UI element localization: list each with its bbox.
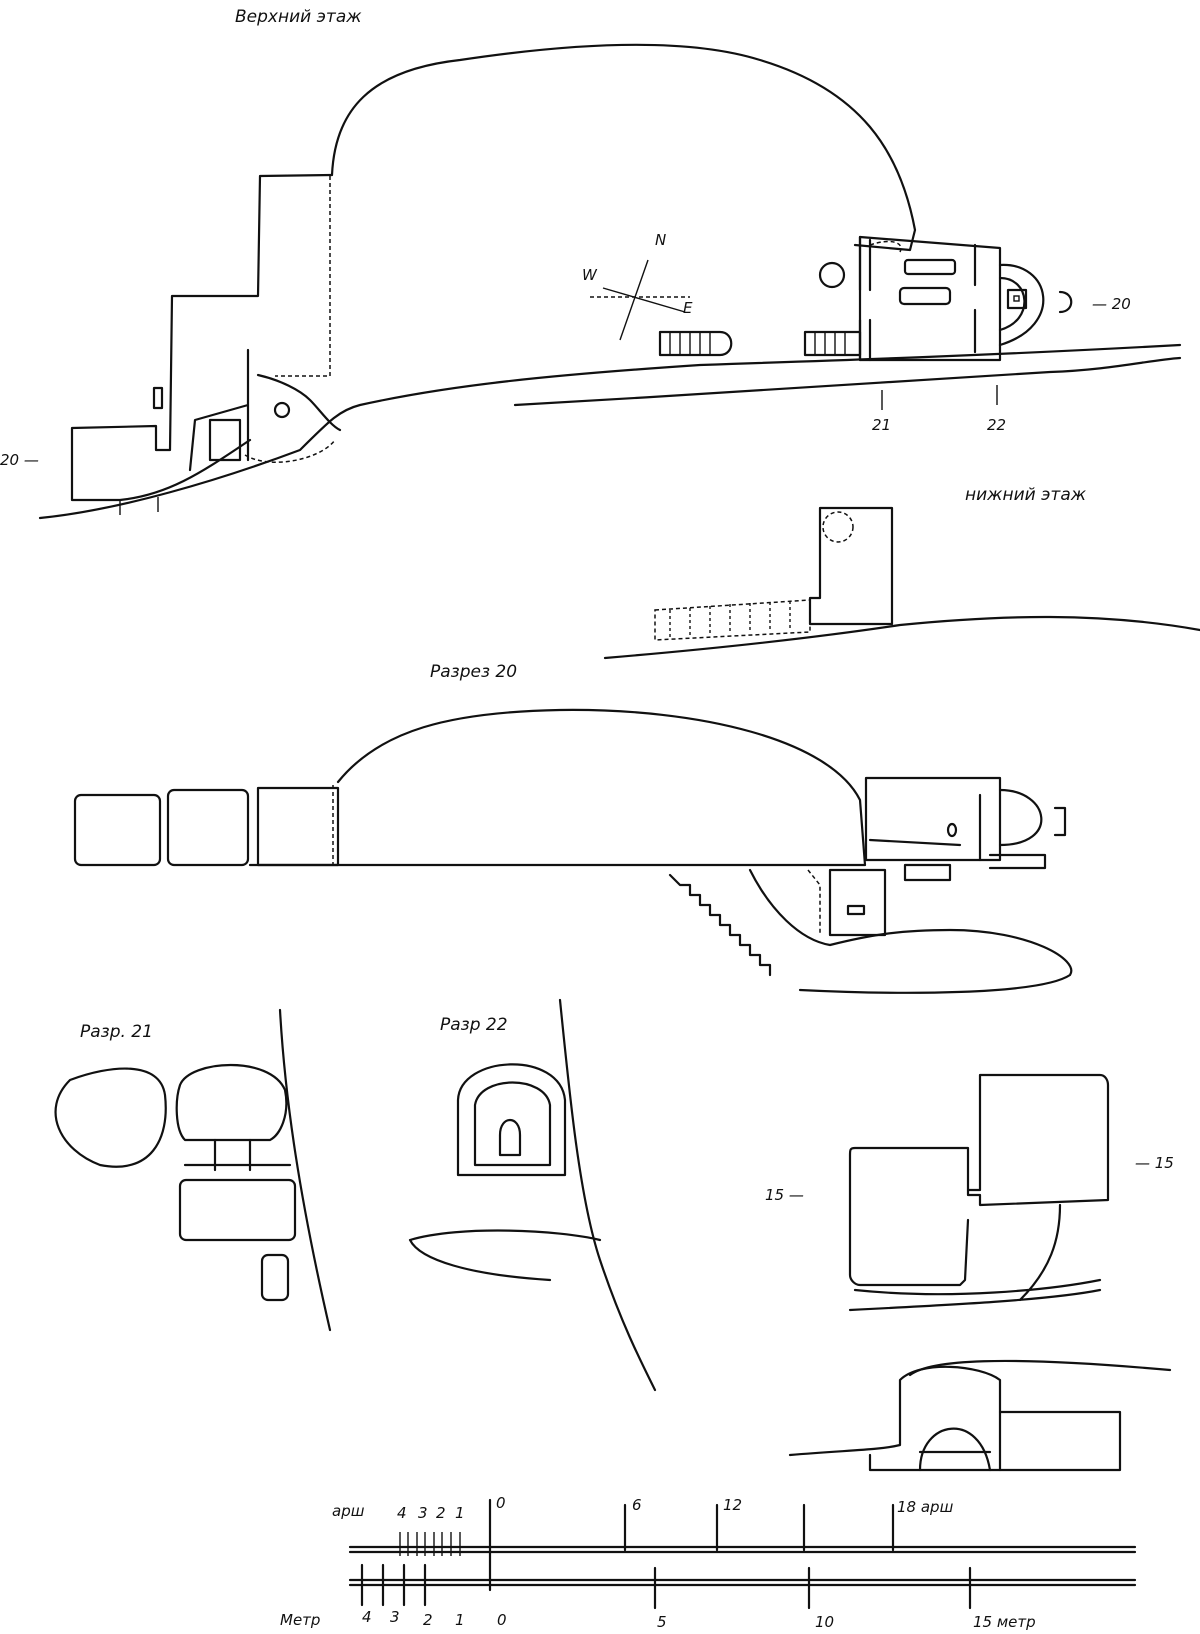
marker-22: 22 xyxy=(987,416,1006,434)
arshin-small-3: 3 xyxy=(418,1504,428,1522)
upper-floor-title: Верхний этаж xyxy=(235,7,362,27)
scale-bar: арш 4 3 2 1 0 6 12 18 арш Метр 4 3 2 1 0… xyxy=(280,1494,1137,1631)
elevation-drawing xyxy=(788,1359,1172,1472)
marker-20-left: 20 — xyxy=(0,451,39,469)
section-21-title: Разр. 21 xyxy=(80,1022,153,1042)
compass-east: E xyxy=(683,299,693,317)
compass-north: N xyxy=(655,231,666,249)
meter-tick-15: 15 метр xyxy=(973,1613,1036,1631)
meter-tick-0: 0 xyxy=(497,1611,507,1629)
marker-20-right: — 20 xyxy=(1092,295,1131,313)
arshin-small-4: 4 xyxy=(397,1504,407,1522)
meter-small-2: 2 xyxy=(423,1611,433,1629)
arshin-small-1: 1 xyxy=(455,1504,465,1522)
arshin-tick-6: 6 xyxy=(632,1496,642,1514)
section-21-drawing xyxy=(54,1008,332,1332)
arshin-tick-18: 18 арш xyxy=(897,1498,954,1516)
marker-21: 21 xyxy=(872,416,891,434)
upper-floor-plan: N W E 20 — — 20 21 22 xyxy=(0,43,1182,520)
meter-small-3: 3 xyxy=(390,1608,400,1626)
compass-rose: N W E xyxy=(582,231,693,341)
section-22-title: Разр 22 xyxy=(440,1015,508,1035)
section-20-drawing xyxy=(73,708,1073,994)
section-22-drawing xyxy=(408,998,657,1392)
marker-15-left: 15 — xyxy=(765,1186,804,1204)
compass-west: W xyxy=(582,266,598,284)
meter-tick-5: 5 xyxy=(657,1613,667,1631)
meter-small-4: 4 xyxy=(362,1608,372,1626)
meter-tick-10: 10 xyxy=(815,1613,834,1631)
meter-small-1: 1 xyxy=(455,1611,465,1629)
arshin-tick-12: 12 xyxy=(723,1496,742,1514)
lower-floor-title: нижний этаж xyxy=(965,485,1087,505)
meter-unit-label: Метр xyxy=(280,1611,320,1629)
arshin-unit-label: арш xyxy=(332,1502,365,1520)
arshin-small-2: 2 xyxy=(436,1504,446,1522)
section-20-title: Разрез 20 xyxy=(430,662,517,682)
marker-15-right: — 15 xyxy=(1135,1154,1174,1172)
arshin-tick-0: 0 xyxy=(496,1494,506,1512)
section-15-drawing: 15 — — 15 xyxy=(765,1073,1174,1312)
lower-floor-plan xyxy=(603,506,1200,660)
